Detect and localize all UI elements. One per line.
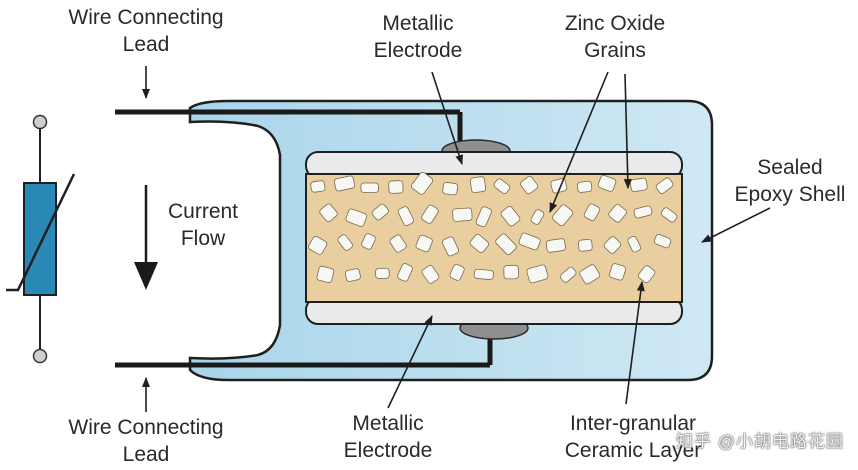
label-current-flow: Current Flow	[148, 198, 258, 252]
zinc-oxide-grain	[597, 174, 617, 192]
label-electrode-top: Metallic Electrode	[348, 10, 488, 64]
zinc-oxide-grain	[397, 263, 413, 282]
zinc-oxide-grain	[577, 238, 593, 252]
zinc-oxide-grain	[583, 203, 601, 222]
zinc-oxide-grain	[545, 238, 566, 253]
zinc-oxide-grain	[415, 234, 433, 253]
zinc-oxide-grain	[627, 235, 642, 253]
zinc-oxide-grain	[310, 180, 326, 193]
label-zinc-oxide-line2: Grains	[584, 39, 646, 62]
zinc-oxide-grain	[609, 263, 627, 281]
zinc-oxide-grains	[308, 171, 678, 285]
watermark: 知乎 @小胡电路花园	[676, 432, 844, 451]
zinc-oxide-grain	[469, 176, 487, 194]
zinc-oxide-grain	[637, 265, 656, 284]
zinc-oxide-grain	[660, 207, 678, 223]
zinc-oxide-grain	[421, 264, 440, 284]
zinc-oxide-grain	[316, 265, 335, 283]
zinc-oxide-grain	[337, 234, 353, 251]
zinc-oxide-grain	[333, 175, 356, 192]
zinc-oxide-grain	[608, 203, 627, 223]
zinc-oxide-grain	[520, 175, 539, 195]
zinc-oxide-grain	[371, 203, 389, 221]
arrow-down-icon	[134, 185, 158, 290]
zinc-oxide-grain	[655, 177, 674, 194]
zinc-oxide-grain	[449, 263, 465, 281]
label-electrode-top-line1: Metallic	[382, 12, 454, 35]
zinc-oxide-grain	[389, 234, 407, 253]
label-electrode-bottom-line1: Metallic	[352, 412, 424, 435]
zinc-oxide-grain	[361, 233, 376, 250]
ceramic-layer	[305, 173, 683, 303]
zinc-oxide-grain	[500, 205, 521, 227]
zinc-oxide-grain	[475, 206, 492, 228]
zinc-oxide-grain	[579, 264, 601, 285]
label-electrode-bottom-line2: Electrode	[343, 439, 433, 462]
zinc-oxide-grain	[493, 178, 511, 195]
label-sealed-shell: Sealed Epoxy Shell	[722, 154, 858, 208]
zinc-oxide-grain	[503, 264, 519, 280]
label-current-flow-line2: Flow	[180, 227, 226, 250]
label-intergranular: Inter-granular Ceramic Layer	[548, 410, 718, 464]
zinc-oxide-grain	[441, 236, 459, 257]
zinc-oxide-grain	[319, 203, 338, 223]
varistor-symbol-icon	[6, 114, 76, 364]
label-sealed-shell-line1: Sealed	[757, 156, 823, 179]
zinc-oxide-grain	[552, 204, 574, 227]
label-electrode-top-line2: Electrode	[373, 39, 463, 62]
label-electrode-bottom: Metallic Electrode	[318, 410, 458, 464]
label-current-flow-line1: Current	[167, 200, 239, 223]
label-lead-bottom-line1: Wire Connecting	[68, 416, 224, 439]
zinc-oxide-grain	[559, 266, 577, 283]
zinc-oxide-grain	[344, 268, 361, 282]
zinc-oxide-grain	[388, 180, 404, 194]
zinc-oxide-grain	[397, 206, 415, 226]
zinc-oxide-grain	[345, 208, 368, 227]
label-lead-bottom-line2: Lead	[122, 443, 170, 466]
zinc-oxide-grain	[576, 180, 593, 193]
zinc-oxide-grain	[442, 182, 459, 196]
label-lead-top: Wire Connecting Lead	[46, 4, 246, 58]
label-intergranular-line1: Inter-granular	[569, 412, 697, 435]
zinc-oxide-grain	[526, 264, 549, 284]
zinc-oxide-grain	[421, 204, 439, 224]
zinc-oxide-grain	[360, 182, 379, 193]
label-lead-bottom: Wire Connecting Lead	[46, 414, 246, 468]
zinc-oxide-grain	[495, 233, 517, 256]
label-intergranular-line2: Ceramic Layer	[564, 439, 702, 462]
label-sealed-shell-line2: Epoxy Shell	[734, 183, 846, 206]
zinc-oxide-grain	[375, 267, 390, 279]
zinc-oxide-grain	[603, 236, 622, 254]
label-lead-top-line1: Wire Connecting	[68, 6, 224, 29]
zinc-oxide-grain	[452, 207, 473, 222]
label-zinc-oxide-line1: Zinc Oxide	[564, 12, 666, 35]
zinc-oxide-grain	[633, 205, 653, 219]
zinc-oxide-grain	[653, 234, 672, 249]
zinc-oxide-grain	[473, 268, 494, 280]
zinc-oxide-grain	[518, 232, 541, 251]
zinc-oxide-grain	[469, 233, 490, 254]
label-lead-top-line2: Lead	[122, 33, 170, 56]
label-zinc-oxide: Zinc Oxide Grains	[540, 10, 690, 64]
zinc-oxide-grain	[411, 171, 434, 195]
zinc-oxide-grain	[629, 177, 648, 193]
zinc-oxide-grain	[308, 235, 328, 255]
zinc-oxide-grain	[530, 209, 545, 225]
pointer-arrow-icon	[142, 66, 771, 412]
